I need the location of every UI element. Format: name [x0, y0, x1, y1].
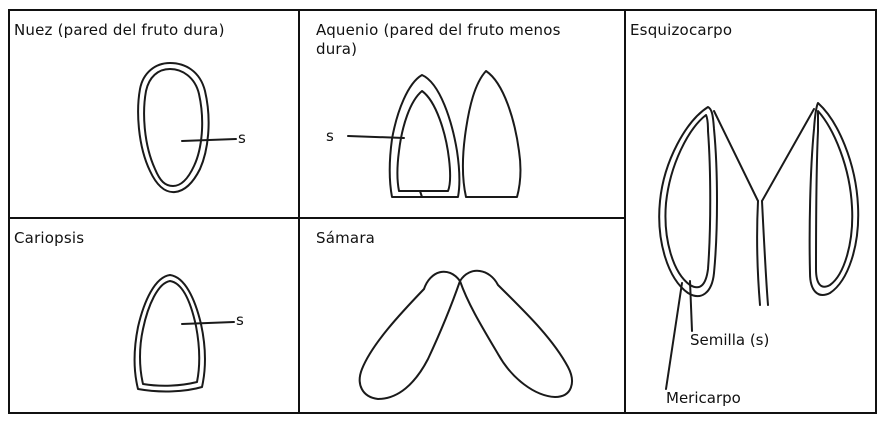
panel-nuez: Nuez (pared del fruto dura) s: [10, 11, 298, 217]
panel-title-nuez: Nuez (pared del fruto dura): [14, 21, 225, 39]
panel-cariopsis: Cariopsis s: [10, 219, 298, 412]
divider-vertical-1: [298, 9, 300, 414]
samara-right-wing: [459, 270, 573, 398]
panel-esquizocarpo: Esquizocarpo Semilla (s) Mericarpo: [626, 11, 875, 412]
panel-title-aquenio: Aquenio (pared del fruto menos dura): [316, 21, 561, 58]
caryopsis-inner-wall: [139, 280, 201, 387]
seed-leader-esquizocarpo: [689, 280, 693, 332]
frame-left: [8, 9, 10, 414]
mericarp-label: Mericarpo: [666, 389, 741, 407]
carpophore-stalk-1: [756, 200, 761, 306]
seed-label-cariopsis: s: [236, 311, 244, 329]
achene-cut-line: [419, 190, 423, 198]
seed-label-nuez: s: [238, 129, 246, 147]
mericarp-leader: [665, 282, 683, 390]
achene-inner-seed: [396, 90, 452, 192]
nut-drawing: [137, 62, 237, 194]
nut-inner-wall: [143, 68, 204, 187]
panel-title-samara: Sámara: [316, 229, 376, 247]
caryopsis-seed-leader: [181, 321, 235, 325]
divider-vertical-2: [624, 9, 626, 414]
seed-label-aquenio: s: [326, 127, 334, 145]
achene-outer-wall: [388, 74, 461, 198]
nut-outer-wall: [137, 62, 210, 194]
mericarp-right-outer: [808, 102, 860, 296]
caryopsis-outer-wall: [133, 274, 206, 393]
carpophore-right-arm: [761, 108, 815, 202]
divider-horizontal: [8, 217, 626, 219]
carpophore-left-arm: [713, 110, 759, 202]
caryopsis-drawing: [133, 274, 235, 393]
panel-aquenio: Aquenio (pared del fruto menos dura) s: [300, 11, 624, 217]
achene-drawing: [347, 70, 522, 198]
nut-seed-leader: [181, 138, 237, 142]
mericarp-left-inner: [664, 114, 712, 289]
frame-top: [8, 9, 877, 11]
mericarp-left-outer: [658, 106, 718, 298]
panel-title-cariopsis: Cariopsis: [14, 229, 85, 247]
seed-label-esquizocarpo: Semilla (s): [690, 331, 770, 349]
frame-bottom: [8, 412, 877, 414]
frame-right: [875, 9, 877, 414]
panel-title-esquizocarpo: Esquizocarpo: [630, 21, 733, 39]
achene-seed-leader: [347, 135, 405, 139]
carpophore-stalk-2: [761, 200, 769, 306]
samara-left-wing: [358, 270, 461, 400]
schizocarp-drawing: [658, 102, 860, 390]
mericarp-right-inner: [815, 110, 854, 288]
samara-drawing: [358, 270, 573, 400]
achene-whole-fruit: [461, 70, 522, 198]
panel-samara: Sámara: [300, 219, 624, 412]
